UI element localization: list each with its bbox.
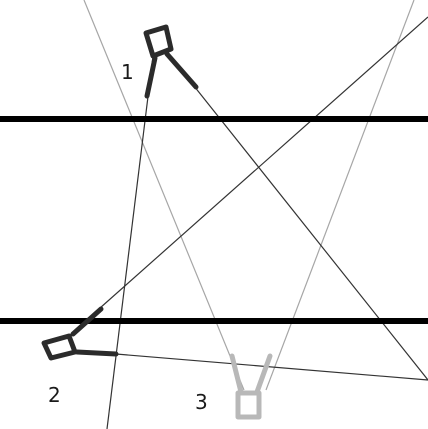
line-marker2-upper-ray <box>99 16 428 309</box>
marker-1 <box>143 24 199 99</box>
light-line-left <box>83 0 245 391</box>
label-1: 1 <box>121 60 134 84</box>
line-marker2-lower-ray <box>115 353 428 381</box>
marker-3-body <box>235 390 262 420</box>
marker-2 <box>41 306 119 361</box>
marker-3-left-arm <box>229 353 244 395</box>
marker-3 <box>229 353 273 420</box>
label-2: 2 <box>48 383 61 407</box>
marker-3-right-arm <box>254 353 273 395</box>
marker-2-upper-arm <box>70 306 104 337</box>
marker-1-right-arm <box>164 51 199 90</box>
marker-1-left-arm <box>144 55 158 99</box>
marker-2-body <box>41 333 78 361</box>
label-3: 3 <box>195 390 208 414</box>
line-marker1-right-ray <box>193 85 428 381</box>
marker-2-lower-arm <box>74 349 119 357</box>
marker-1-body <box>143 24 174 59</box>
light-line-right <box>265 0 415 391</box>
